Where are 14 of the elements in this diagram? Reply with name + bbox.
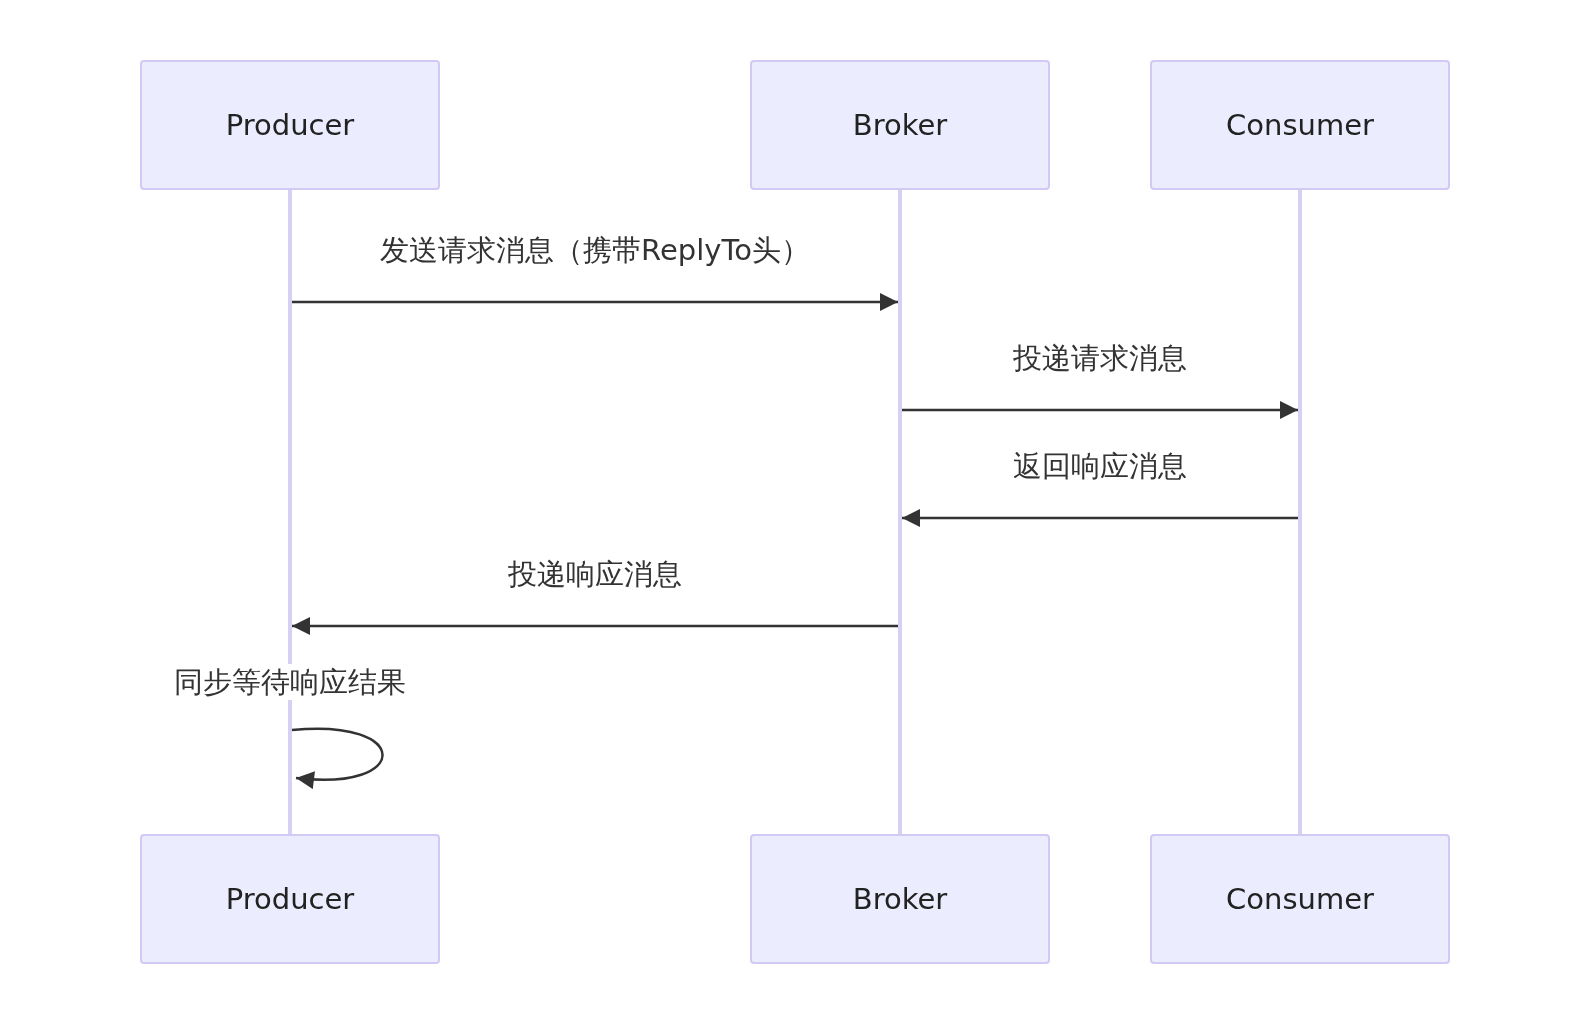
- lifeline: [898, 190, 902, 834]
- participant-box: Producer: [140, 60, 440, 190]
- participant-box: Producer: [140, 834, 440, 964]
- participant-box: Broker: [750, 60, 1050, 190]
- arrow: [291, 727, 384, 789]
- arrow: [902, 509, 1298, 527]
- participant-box: Consumer: [1150, 60, 1450, 190]
- arrow: [902, 401, 1298, 419]
- participant-box: Consumer: [1150, 834, 1450, 964]
- arrow: [292, 617, 898, 635]
- arrow: [292, 293, 898, 311]
- participant-box: Broker: [750, 834, 1050, 964]
- lifeline: [1298, 190, 1302, 834]
- lifeline: [288, 190, 292, 834]
